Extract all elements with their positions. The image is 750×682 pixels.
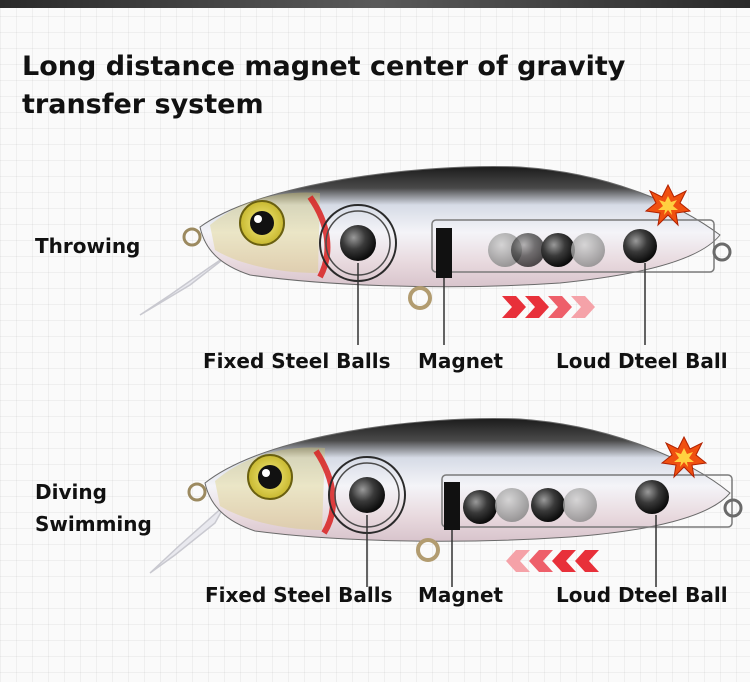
magnet-icon	[444, 482, 460, 530]
callout-fixed-steel-balls-2: Fixed Steel Balls	[205, 583, 393, 607]
magnet-icon	[436, 228, 452, 278]
page-title: Long distance magnet center of gravity t…	[22, 48, 662, 124]
callout-fixed-steel-balls-1: Fixed Steel Balls	[203, 349, 391, 373]
mode-label-diving-swimming: Diving Swimming	[35, 476, 152, 540]
callout-loud-steel-ball-1: Loud Dteel Ball	[556, 349, 728, 373]
top-border	[0, 0, 750, 8]
sound-burst-icon	[644, 183, 692, 227]
mode-label-line-1: Diving	[35, 480, 107, 504]
callout-loud-steel-ball-2: Loud Dteel Ball	[556, 583, 728, 607]
loud-steel-ball	[635, 480, 669, 514]
fixed-steel-ball	[349, 477, 385, 513]
callout-magnet-1: Magnet	[418, 349, 504, 373]
title-line-2: transfer system	[22, 89, 264, 120]
fishing-lure-icon	[149, 418, 743, 587]
mode-label-throwing: Throwing	[35, 234, 141, 258]
fixed-steel-ball	[340, 225, 376, 261]
callout-magnet-2: Magnet	[418, 583, 504, 607]
mode-label-line-2: Swimming	[35, 512, 152, 536]
direction-arrow-icon	[502, 296, 595, 318]
loud-steel-ball	[623, 229, 657, 263]
fishing-lure-icon	[139, 166, 732, 345]
direction-arrow-icon	[506, 550, 599, 572]
title-line-1: Long distance magnet center of gravity	[22, 51, 626, 82]
sound-burst-icon	[660, 435, 708, 479]
